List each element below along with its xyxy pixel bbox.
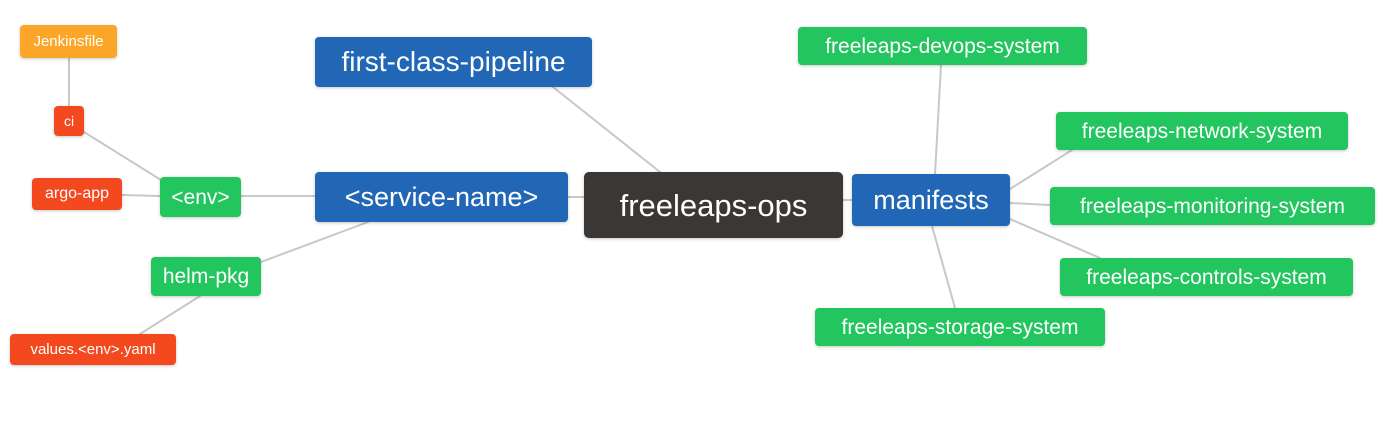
mindmap-node-label: Jenkinsfile bbox=[33, 33, 104, 50]
mindmap-node-freeleaps-monitoring-system[interactable]: freeleaps-monitoring-system bbox=[1050, 187, 1375, 225]
mindmap-node-first-class-pipeline[interactable]: first-class-pipeline bbox=[315, 37, 592, 87]
mindmap-node-service-name[interactable]: <service-name> bbox=[315, 172, 568, 222]
mindmap-node-label: freeleaps-storage-system bbox=[841, 315, 1079, 339]
mindmap-node-freeleaps-network-system[interactable]: freeleaps-network-system bbox=[1056, 112, 1348, 150]
edge-ci-to-env bbox=[83, 131, 162, 181]
mindmap-node-label: freeleaps-ops bbox=[619, 187, 808, 223]
mindmap-node-freeleaps-controls-system[interactable]: freeleaps-controls-system bbox=[1060, 258, 1353, 296]
edge-helm-pkg-to-service-name bbox=[260, 221, 369, 263]
mindmap-node-label: freeleaps-network-system bbox=[1081, 119, 1323, 143]
mindmap-node-env[interactable]: <env> bbox=[160, 177, 241, 217]
mindmap-node-label: helm-pkg bbox=[162, 265, 250, 288]
edge-manifests-to-freeleaps-devops-system bbox=[934, 64, 942, 175]
mindmap-node-label: first-class-pipeline bbox=[341, 46, 566, 77]
mindmap-node-helm-pkg[interactable]: helm-pkg bbox=[151, 257, 261, 296]
edge-manifests-to-freeleaps-network-system bbox=[1009, 149, 1073, 190]
mindmap-node-freeleaps-storage-system[interactable]: freeleaps-storage-system bbox=[815, 308, 1105, 346]
mindmap-node-label: freeleaps-monitoring-system bbox=[1080, 194, 1345, 218]
edge-values-yaml-to-helm-pkg bbox=[139, 295, 201, 335]
mindmap-node-label: argo-app bbox=[44, 185, 110, 202]
mindmap-node-manifests[interactable]: manifests bbox=[852, 174, 1010, 226]
mindmap-node-argo-app[interactable]: argo-app bbox=[32, 178, 122, 210]
edge-argo-app-to-env bbox=[121, 194, 161, 197]
mindmap-node-label: freeleaps-devops-system bbox=[825, 34, 1060, 58]
mindmap-node-label: manifests bbox=[873, 184, 989, 215]
mindmap-node-label: <env> bbox=[171, 185, 230, 209]
mindmap-node-values-yaml[interactable]: values.<env>.yaml bbox=[10, 334, 176, 365]
edge-first-class-pipeline-to-freeleaps-ops bbox=[552, 86, 661, 173]
mindmap-node-ci[interactable]: ci bbox=[54, 106, 84, 136]
edge-manifests-to-freeleaps-storage-system bbox=[931, 225, 956, 309]
mindmap-node-label: values.<env>.yaml bbox=[30, 341, 156, 358]
mindmap-node-label: ci bbox=[63, 113, 75, 129]
mindmap-node-freeleaps-devops-system[interactable]: freeleaps-devops-system bbox=[798, 27, 1087, 65]
mindmap-node-freeleaps-ops[interactable]: freeleaps-ops bbox=[584, 172, 843, 238]
edge-manifests-to-freeleaps-monitoring-system bbox=[1009, 202, 1051, 206]
mindmap-node-label: <service-name> bbox=[344, 181, 539, 212]
mindmap-node-jenkinsfile[interactable]: Jenkinsfile bbox=[20, 25, 117, 58]
mindmap-node-label: freeleaps-controls-system bbox=[1086, 265, 1327, 289]
